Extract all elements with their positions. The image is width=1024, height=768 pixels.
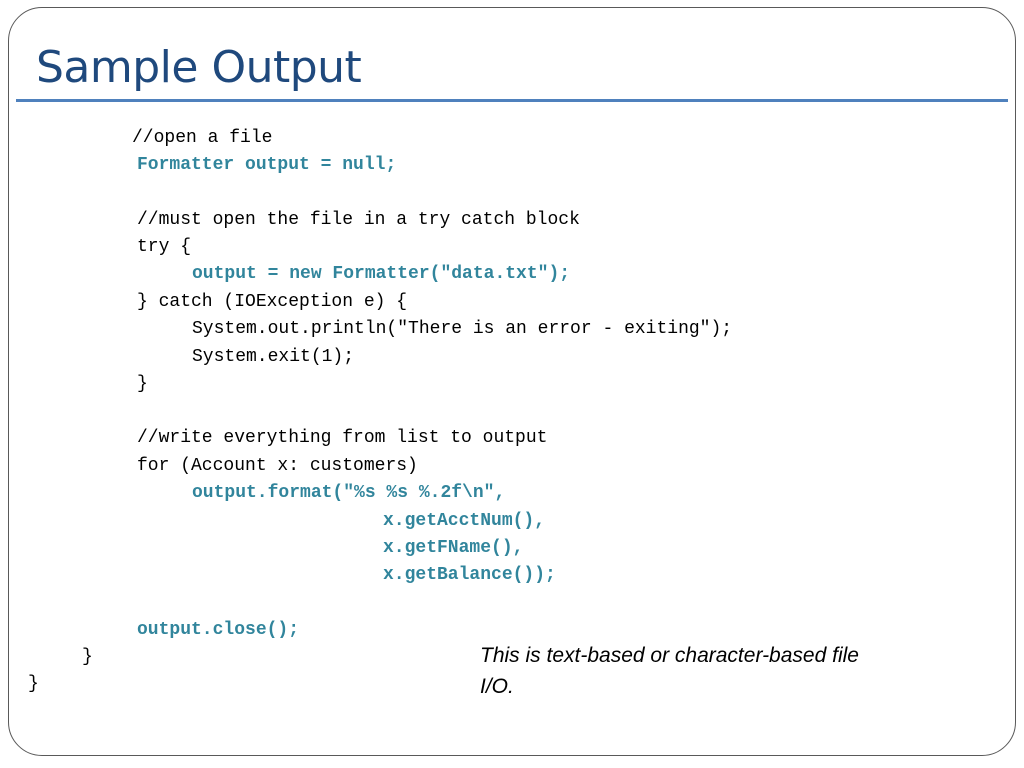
code-line: System.out.println("There is an error - … — [192, 319, 733, 339]
code-line: output = new Formatter("data.txt"); — [192, 264, 571, 284]
code-line: x.getFName(), — [383, 538, 524, 558]
code-line: //open a file — [132, 128, 273, 148]
slide-title: Sample Output — [36, 42, 362, 93]
code-line: } — [82, 647, 93, 667]
slide-note: This is text-based or character-based fi… — [480, 644, 859, 698]
code-line: } — [28, 674, 39, 694]
code-line: //must open the file in a try catch bloc… — [137, 210, 580, 230]
code-line: x.getAcctNum(), — [383, 511, 546, 531]
code-line: for (Account x: customers) — [137, 456, 418, 476]
code-line: x.getBalance()); — [383, 565, 556, 585]
code-line: } catch (IOException e) { — [137, 292, 408, 312]
code-line: } — [137, 374, 148, 394]
code-line: System.exit(1); — [192, 347, 355, 367]
code-line: //write everything from list to output — [137, 428, 548, 448]
code-line: output.format("%s %s %.2f\n", — [192, 483, 506, 503]
code-line: try { — [137, 237, 192, 257]
code-line: output.close(); — [137, 620, 300, 640]
code-line: Formatter output = null; — [137, 155, 397, 175]
slide-frame — [8, 7, 1016, 756]
title-underline — [16, 99, 1008, 102]
